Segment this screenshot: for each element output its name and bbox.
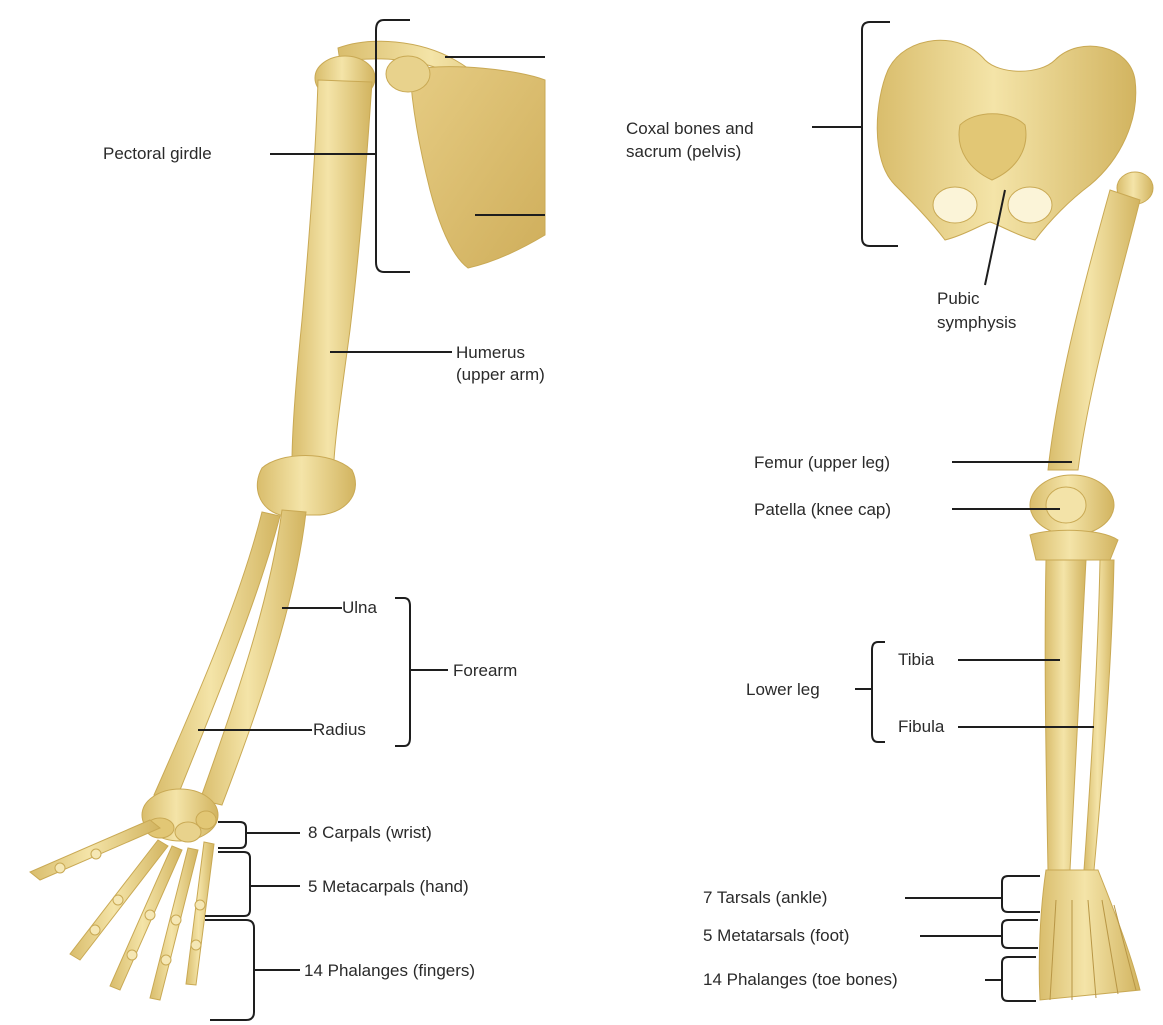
label-pectoral-girdle: Pectoral girdle bbox=[103, 143, 212, 164]
label-phalanges-toes: 14 Phalanges (toe bones) bbox=[703, 969, 898, 990]
label-forearm: Forearm bbox=[453, 660, 545, 681]
label-carpals: 8 Carpals (wrist) bbox=[308, 822, 545, 843]
label-pubic-line1: Pubic bbox=[937, 288, 980, 309]
tibia bbox=[1045, 560, 1086, 870]
label-radius: Radius bbox=[313, 719, 366, 740]
label-tarsals: 7 Tarsals (ankle) bbox=[703, 887, 827, 908]
label-coxal-line1: Coxal bones and bbox=[626, 118, 754, 139]
label-fibula: Fibula bbox=[898, 716, 944, 737]
label-femur: Femur (upper leg) bbox=[754, 452, 890, 473]
label-coxal-line2: sacrum (pelvis) bbox=[626, 141, 741, 162]
label-humerus-line2: (upper arm) bbox=[456, 364, 545, 385]
forearm-bracket bbox=[395, 598, 410, 746]
tarsals-bracket bbox=[1002, 876, 1040, 912]
phalanges-bracket bbox=[205, 920, 254, 1020]
label-pubic-line2: symphysis bbox=[937, 312, 1016, 333]
label-patella: Patella (knee cap) bbox=[754, 499, 891, 520]
lower-limb-bones bbox=[877, 40, 1153, 1000]
label-ulna: Ulna bbox=[342, 597, 377, 618]
label-tibia: Tibia bbox=[898, 649, 934, 670]
label-phalanges-fingers: 14 Phalanges (fingers) bbox=[304, 960, 545, 981]
upper-limb-bones bbox=[30, 41, 545, 1000]
fibula bbox=[1084, 560, 1114, 870]
metatarsals-bracket bbox=[1002, 920, 1038, 948]
toe-phalanges-bracket bbox=[1002, 957, 1036, 1001]
humerus bbox=[292, 80, 372, 462]
label-humerus-line1: Humerus bbox=[456, 342, 545, 363]
label-metatarsals: 5 Metatarsals (foot) bbox=[703, 925, 849, 946]
femur bbox=[1048, 190, 1140, 470]
scapula bbox=[410, 67, 545, 268]
label-metacarpals: 5 Metacarpals (hand) bbox=[308, 876, 545, 897]
label-lower-leg: Lower leg bbox=[746, 679, 820, 700]
lower-leg-bracket bbox=[872, 642, 885, 742]
carpals-bracket bbox=[218, 822, 246, 848]
